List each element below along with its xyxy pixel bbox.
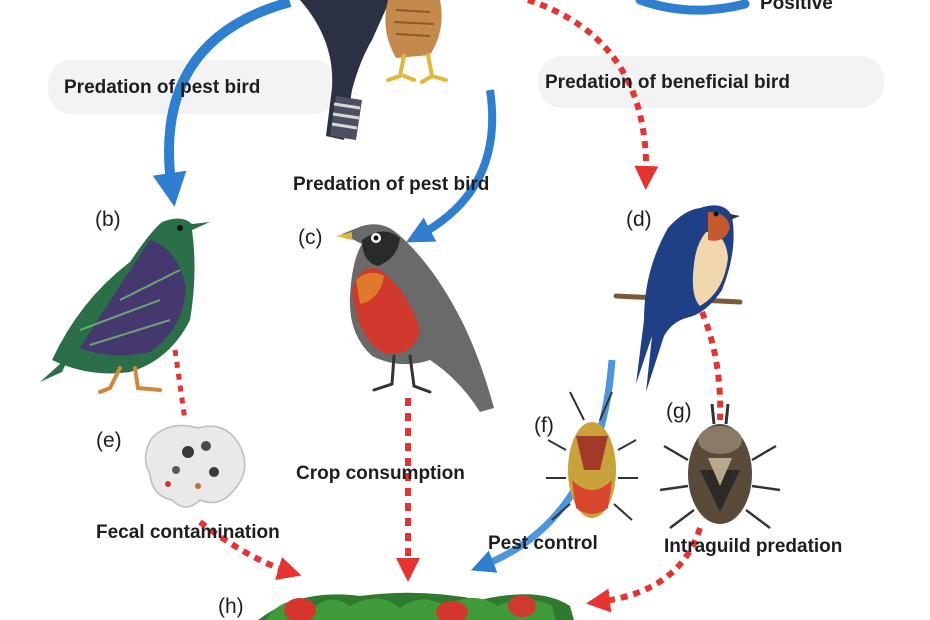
legend-positive: Positive [635,0,833,15]
tag-h: (h) [218,595,244,618]
pest-bug-icon [546,391,638,521]
arrow-predation-beneficial [527,0,659,190]
legend-positive-label: Positive [760,0,833,14]
tag-c: (c) [298,226,323,249]
arrow-fecal-contamination [198,519,302,581]
tag-b: (b) [95,208,121,231]
arrow-intraguild-predation [586,527,703,613]
label-predation-beneficial: Predation of beneficial bird [545,72,790,93]
robin-icon [336,224,494,412]
bird-feces-icon [144,424,246,508]
label-intraguild-predation: Intraguild predation [664,536,842,557]
arrow-starling-to-feces [172,349,188,421]
label-predation-pest-left: Predation of pest bird [64,77,260,98]
label-crop-consumption: Crop consumption [296,463,465,484]
tag-g: (g) [666,400,692,423]
swallow-icon [613,205,743,392]
tag-f: (f) [534,414,554,437]
label-predation-pest-center: Predation of pest bird [293,174,489,195]
arrow-predation-pest-left [152,0,292,207]
starling-icon [40,218,210,394]
strawberry-crop-icon [258,592,574,620]
label-bubble-left [48,60,338,114]
hawk-icon [300,0,448,140]
label-fecal-contamination: Fecal contamination [96,522,280,543]
tag-d: (d) [626,208,652,231]
predatory-bug-icon [659,403,781,529]
arrow-predation-pest-center [405,89,497,243]
arrow-swallow-to-predator [699,310,724,421]
tag-e: (e) [96,429,122,452]
label-pest-control: Pest control [488,533,598,554]
